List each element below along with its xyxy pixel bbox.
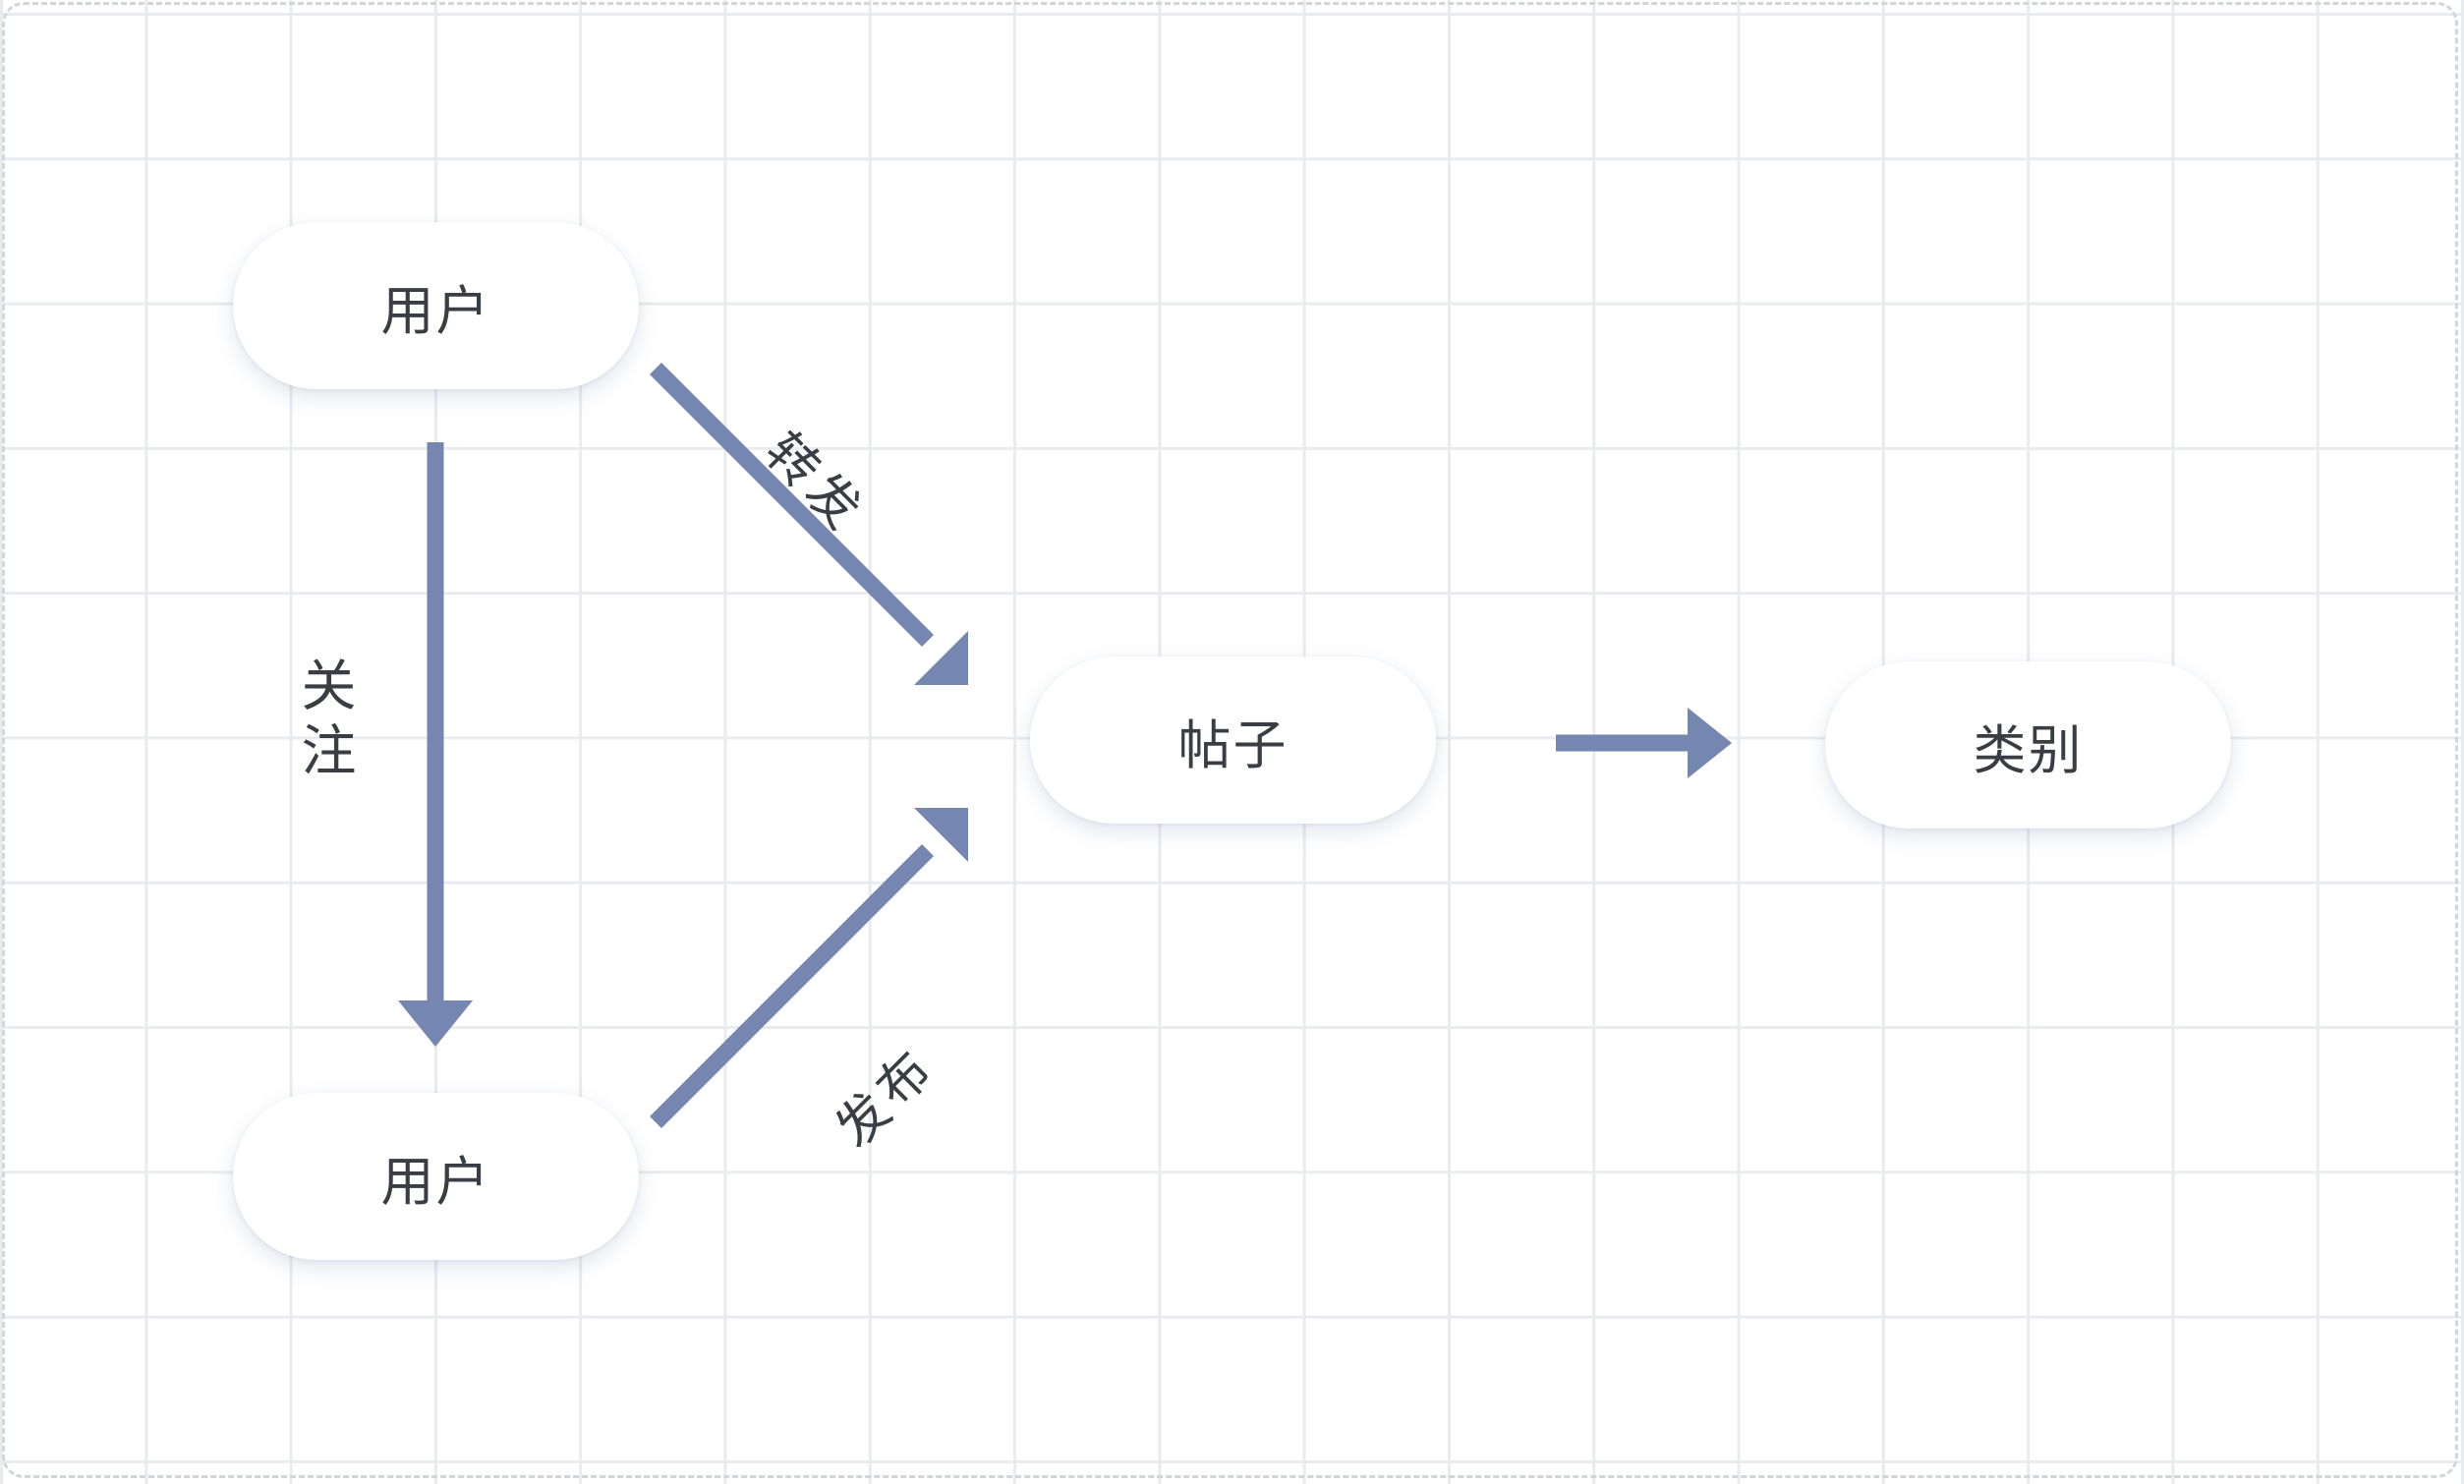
publish-arrow (649, 808, 968, 1129)
repost-arrow (649, 362, 968, 685)
category-node: 类别 (1825, 661, 2231, 828)
post-to-category-arrow (1556, 708, 1732, 778)
follow-label: 关注 (292, 656, 356, 786)
follow-arrow (398, 442, 473, 1047)
user-node-top: 用户 (233, 222, 639, 389)
user-node-bottom: 用户 (233, 1093, 639, 1260)
post-node: 帖子 (1030, 656, 1436, 824)
